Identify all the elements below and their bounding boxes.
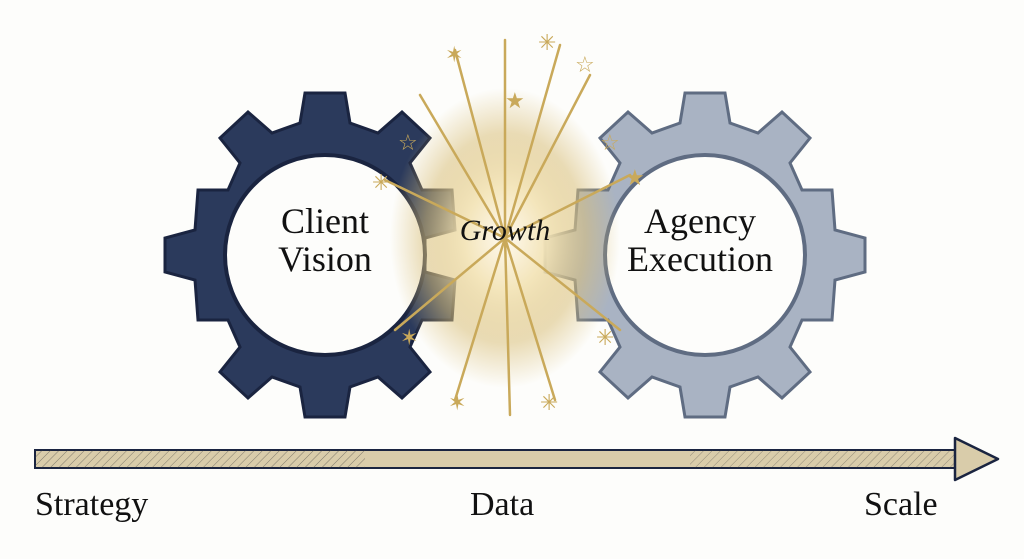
timeline-label-data: Data <box>470 486 535 523</box>
sparkle-icon: ✳ <box>538 31 556 56</box>
star-icon: ✶ <box>448 391 466 416</box>
sparkle-icon: ✳ <box>596 326 614 351</box>
star-icon: ☆ <box>600 131 620 156</box>
agency-label-line2: Execution <box>627 239 773 279</box>
sparkle-icon: ✳ <box>540 391 558 416</box>
sparkle-icon: ✳ <box>372 171 390 196</box>
star-icon: ★ <box>505 89 525 114</box>
agency-label-line1: Agency <box>644 201 756 241</box>
growth-burst: ✶ ★ ☆ ✳ ☆ ✳ ☆ ★ ✶ ✳ ✶ ✳ <box>372 31 645 417</box>
star-icon: ★ <box>625 166 645 191</box>
agency-execution-label: Agency Execution <box>600 202 800 278</box>
timeline-label-scale: Scale <box>864 486 938 523</box>
sparkle-icon: ✶ <box>445 43 463 68</box>
timeline-arrow <box>34 436 1000 482</box>
client-label-line2: Vision <box>278 239 372 279</box>
client-vision-label: Client Vision <box>255 202 395 278</box>
star-icon: ☆ <box>398 131 418 156</box>
timeline-label-strategy: Strategy <box>35 486 149 523</box>
client-label-line1: Client <box>281 201 369 241</box>
star-icon: ☆ <box>575 53 595 78</box>
star-icon: ✶ <box>400 326 418 351</box>
growth-label: Growth <box>459 214 551 247</box>
